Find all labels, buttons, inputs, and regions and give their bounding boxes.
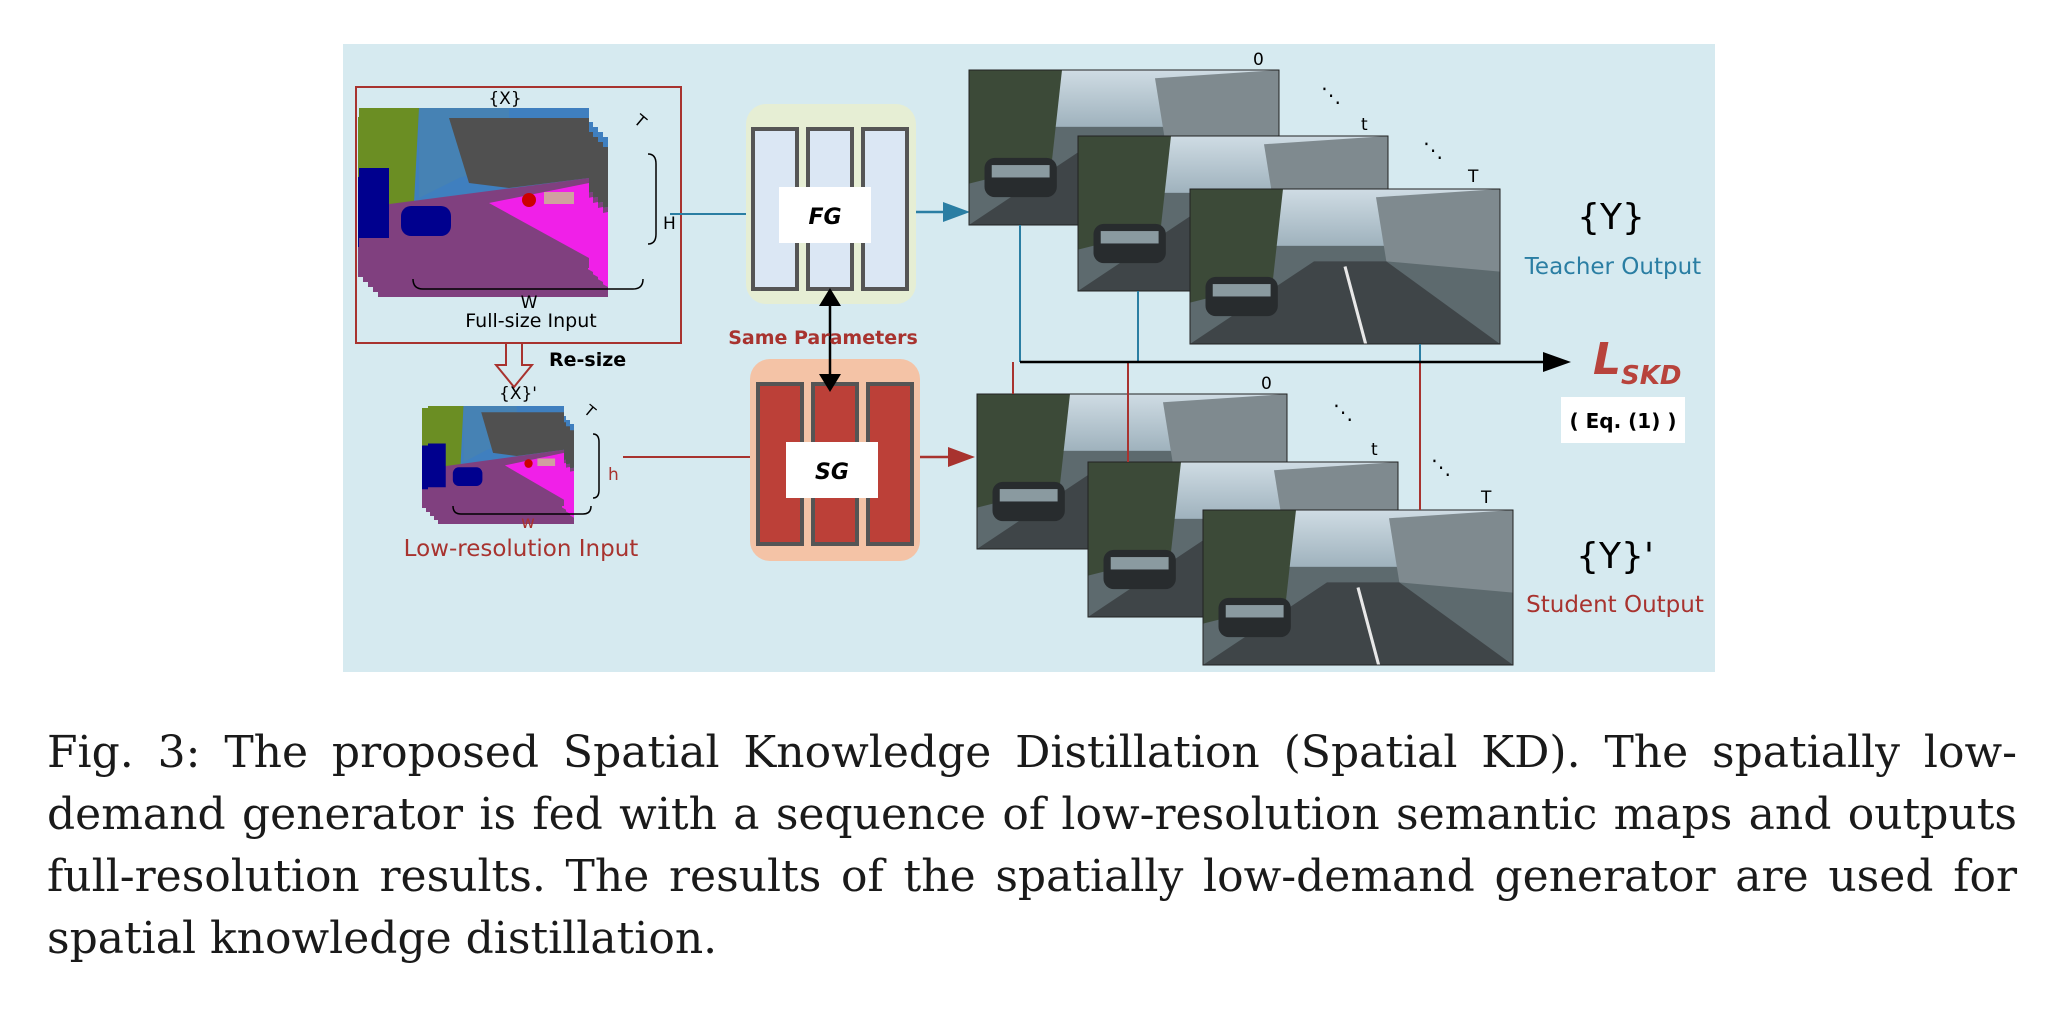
- fg-label-box: [779, 187, 871, 243]
- loss-symbol-L: L: [1593, 334, 1621, 385]
- student-ellipsis-1: ⋱: [1333, 400, 1353, 424]
- low-input-dim-w: w: [521, 513, 535, 533]
- low-res-semantic-map-stack: [422, 406, 574, 524]
- teacher-ellipsis-1: ⋱: [1321, 83, 1341, 107]
- full-size-input-group: {X} T H W Full-size Input: [355, 86, 682, 344]
- full-input-dim-w: W: [521, 293, 538, 313]
- sg-label: SG: [815, 460, 849, 485]
- sg-label-box: [786, 442, 878, 498]
- student-frame-t-index: t: [1371, 440, 1378, 460]
- teacher-frame-t-index: t: [1361, 115, 1368, 135]
- sg-to-student-arrow: [920, 447, 975, 467]
- spatial-kd-diagram: {X} T H W Full-size Input Re-size {X}' T…: [343, 44, 1715, 672]
- low-input-dim-h: h: [608, 465, 619, 485]
- student-frame-T: [1202, 509, 1514, 666]
- skd-loss: LSKD ( Eq. (1) ): [1561, 334, 1685, 443]
- teacher-frame-0-index: 0: [1253, 50, 1264, 70]
- low-input-label: Low-resolution Input: [404, 536, 639, 562]
- loss-equation: ( Eq. (1) ): [1570, 409, 1677, 433]
- loss-symbol: LSKD: [1593, 334, 1682, 391]
- shared-parameters-link: Same Parameters: [728, 288, 918, 392]
- loss-subscript: SKD: [1621, 361, 1681, 391]
- loss-connectors: [1012, 225, 1571, 510]
- student-frame-T-index: T: [1480, 488, 1492, 508]
- full-input-brace-h: [647, 153, 657, 245]
- sg-to-student-arrowhead: [948, 447, 975, 467]
- student-output-label: Student Output: [1526, 592, 1704, 618]
- low-input-brace-h: [592, 433, 600, 499]
- fg-to-teacher-arrowhead: [943, 202, 970, 222]
- shared-parameters-label: Same Parameters: [728, 327, 918, 349]
- teacher-output-label: Teacher Output: [1524, 254, 1701, 280]
- sg-generator: SG: [750, 359, 920, 561]
- teacher-frames: 0 ⋱ t ⋱ T: [968, 50, 1501, 345]
- full-size-semantic-map-stack: [358, 108, 608, 297]
- loss-equation-box: [1561, 397, 1685, 443]
- full-input-set-label: {X}: [488, 89, 521, 109]
- teacher-ellipsis-2: ⋱: [1423, 138, 1443, 162]
- resize-arrow-icon: [493, 343, 535, 389]
- student-frame-0-index: 0: [1261, 374, 1272, 394]
- figure-caption: Fig. 3: The proposed Spatial Knowledge D…: [47, 727, 2017, 964]
- student-frames: 0 ⋱ t ⋱ T: [976, 374, 1514, 666]
- low-input-brace-w: [452, 505, 592, 515]
- resize-label: Re-size: [549, 349, 626, 371]
- low-input-set-label: {X}': [499, 384, 537, 404]
- fg-to-teacher-arrow: [916, 202, 970, 222]
- teacher-frame-T-index: T: [1467, 167, 1479, 187]
- fg-label: FG: [808, 205, 841, 230]
- full-input-dim-h: H: [663, 214, 676, 234]
- shared-parameters-arrowhead-down: [819, 374, 841, 392]
- student-set-label: {Y}': [1576, 536, 1654, 577]
- resize-arrow: Re-size: [493, 343, 626, 389]
- teacher-set-label: {Y}: [1577, 197, 1645, 238]
- full-input-label: Full-size Input: [465, 310, 596, 332]
- loss-main-arrowhead: [1543, 352, 1571, 372]
- teacher-frame-T: [1189, 188, 1501, 345]
- student-ellipsis-2: ⋱: [1431, 455, 1451, 479]
- fg-generator: FG: [746, 104, 916, 304]
- low-res-input-group: {X}' T h w Low-resolution Input: [404, 384, 639, 562]
- full-input-brace-w: [412, 278, 644, 290]
- shared-parameters-arrowhead-up: [819, 288, 841, 306]
